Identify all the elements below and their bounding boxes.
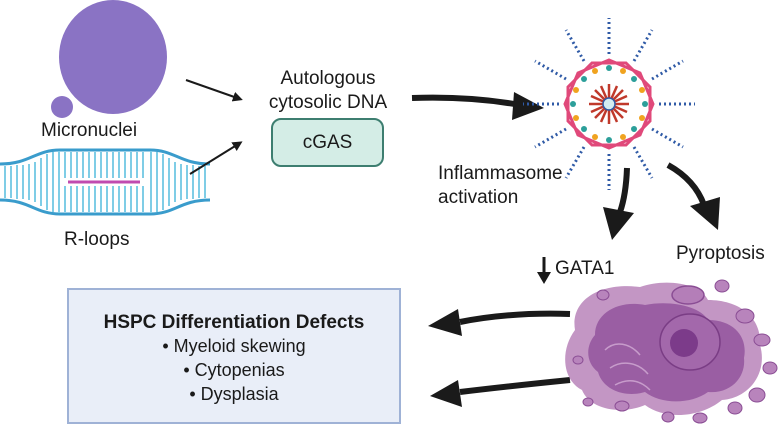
rloops-label: R-loops <box>64 229 130 250</box>
inflammasome-label-line2: activation <box>438 187 519 208</box>
hspc-item-myeloid-skewing: Myeloid skewing <box>69 334 399 358</box>
down-arrow-icon <box>537 257 551 284</box>
arrow-to-pyroptosis <box>666 162 720 230</box>
cgas-box: cGAS <box>271 118 384 167</box>
pyroptotic-cell-icon <box>565 279 778 424</box>
autologous-label-line1: Autologous <box>280 68 376 89</box>
hspc-title: HSPC Differentiation Defects <box>103 312 365 333</box>
autologous-label-line2: cytosolic DNA <box>268 92 388 113</box>
arrow-to-hspc-lower <box>430 377 571 407</box>
inflammasome-icon <box>523 18 695 190</box>
r-loop-icon <box>0 148 211 216</box>
arrow-rloops-to-cgas <box>189 141 243 175</box>
hspc-item-dysplasia: Dysplasia <box>69 382 399 406</box>
gata1-label: GATA1 <box>555 258 615 279</box>
micronuclei-icon <box>51 0 167 118</box>
hspc-item-cytopenias: Cytopenias <box>69 358 399 382</box>
arrow-to-hspc-upper <box>428 309 571 336</box>
arrow-dna-to-inflammasome <box>411 92 544 120</box>
micronuclei-label: Micronuclei <box>41 120 138 141</box>
arrow-micronuclei-to-cgas <box>185 79 243 102</box>
hspc-defects-box: HSPC Differentiation Defects Myeloid ske… <box>67 288 401 424</box>
inflammasome-label-line1: Inflammasome <box>438 163 563 184</box>
pyroptosis-label: Pyroptosis <box>676 243 765 264</box>
arrow-to-gata1 <box>603 167 634 240</box>
